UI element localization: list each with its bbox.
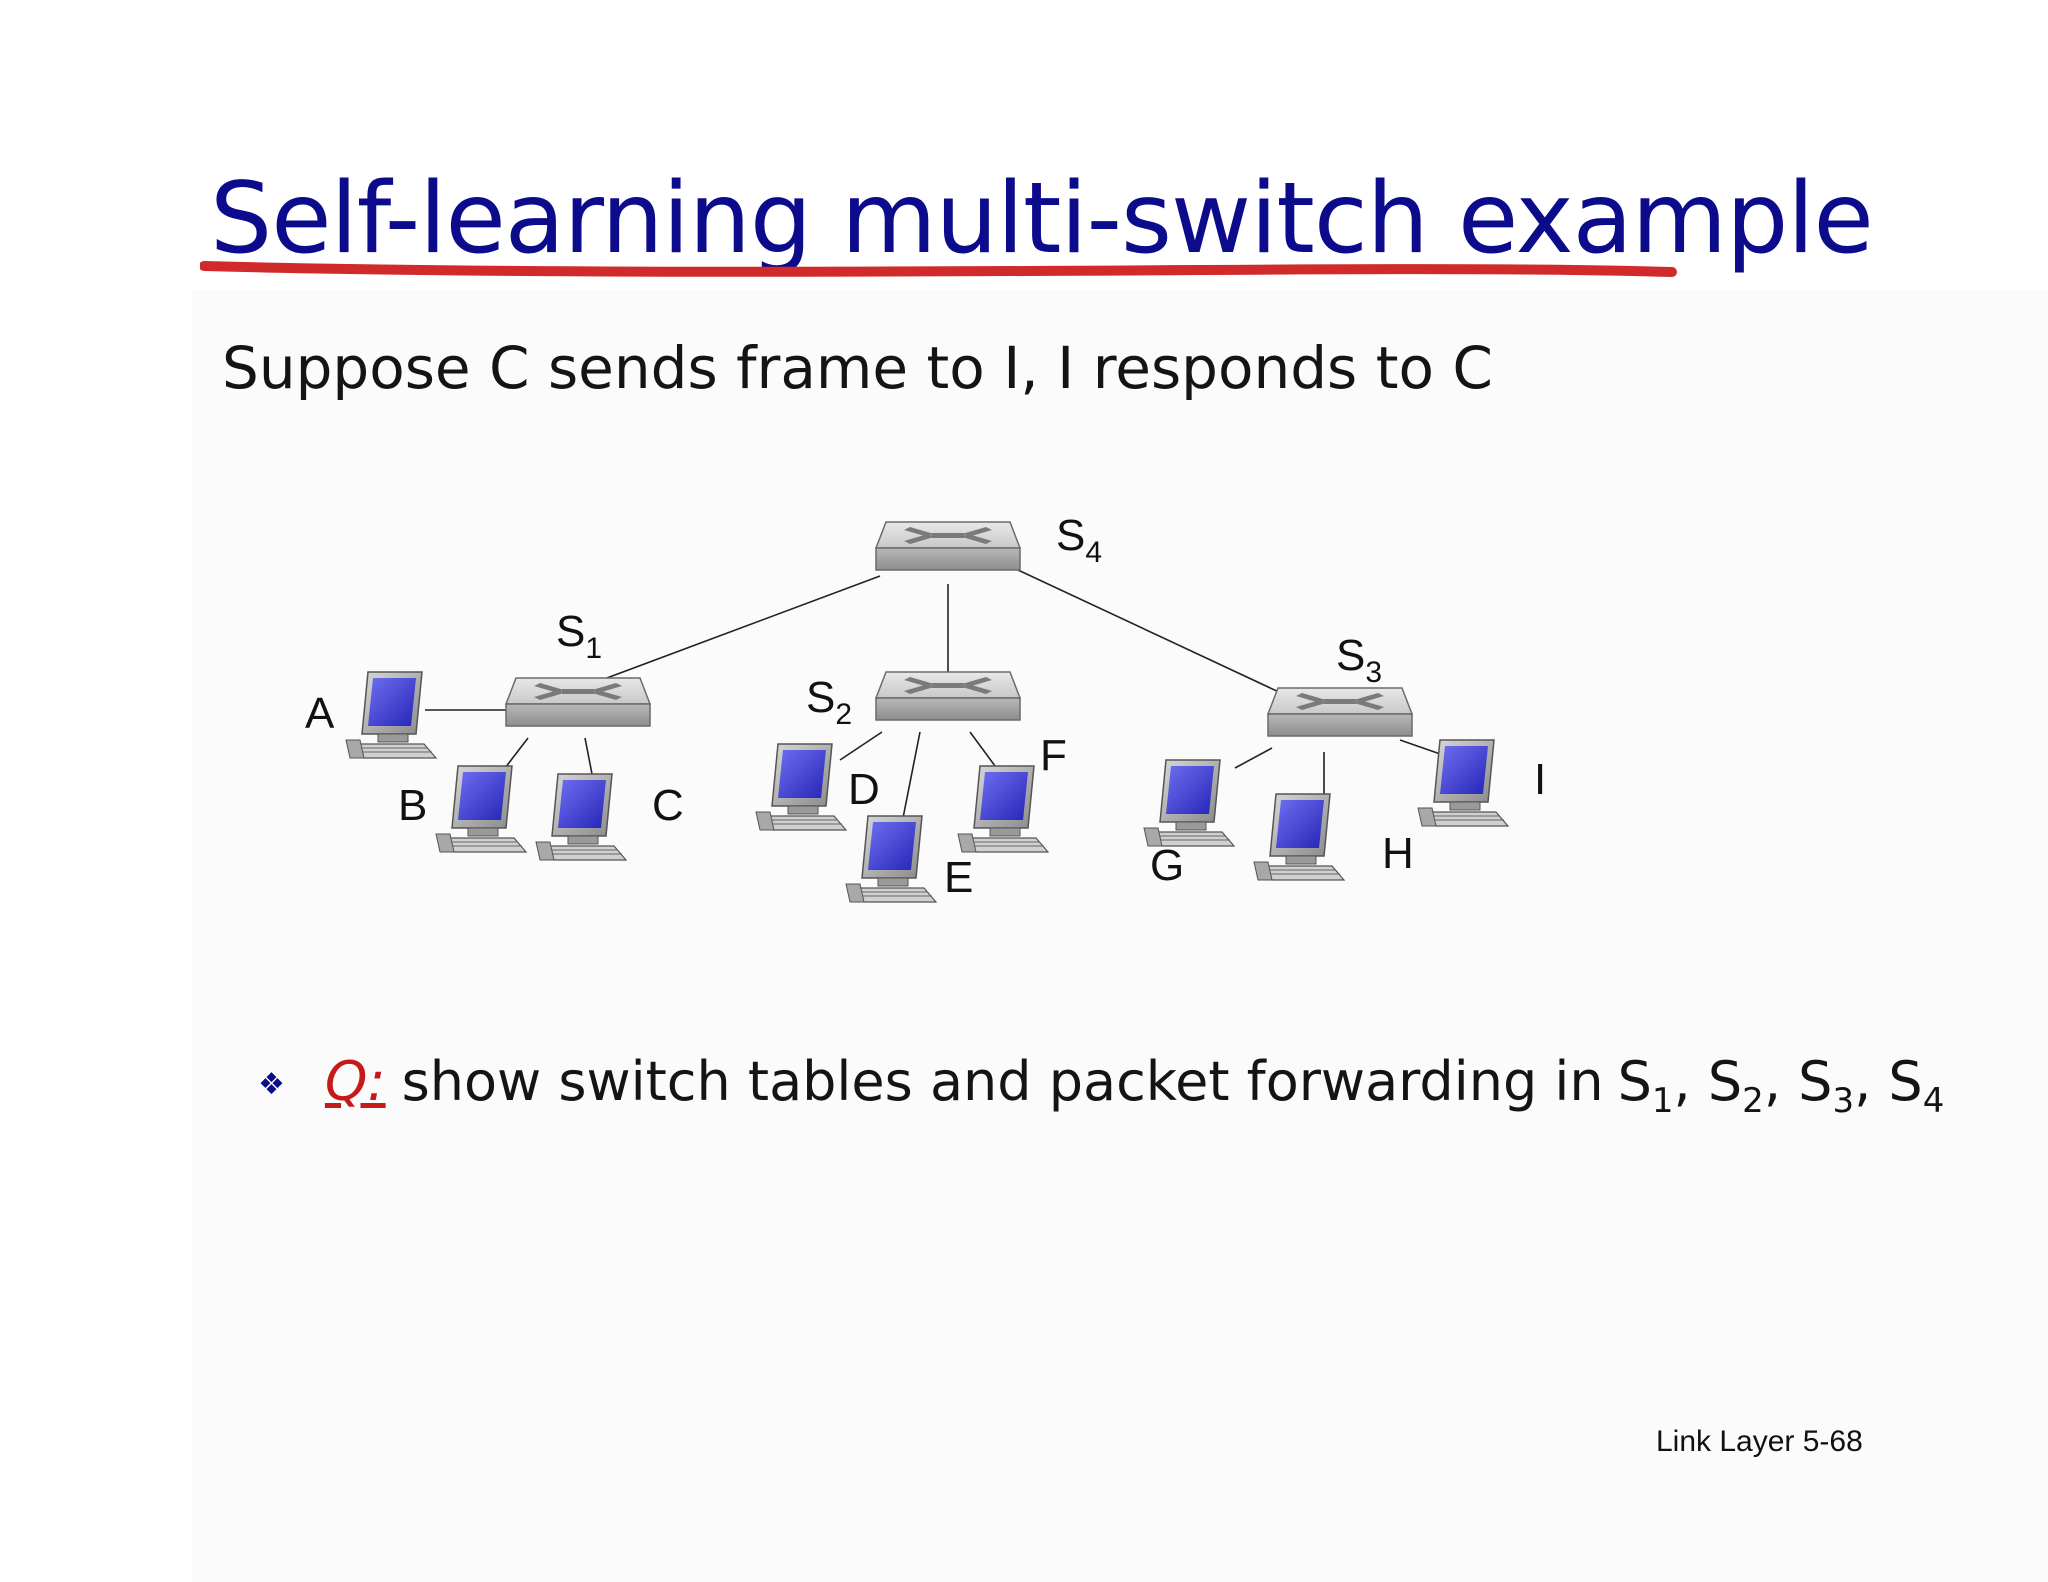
switch-s1[interactable] (505, 677, 651, 727)
host-f-label: F (1040, 731, 1067, 780)
host-b-label: B (398, 781, 427, 830)
question-bullet: ❖ Q: show switch tables and packet forwa… (258, 1050, 1945, 1121)
question-switch-list: S1, S2, S3, S4 (1617, 1050, 1945, 1121)
switch-s3-label: S3 (1336, 631, 1382, 689)
switch-s4[interactable] (875, 521, 1021, 571)
host-c-label: C (652, 781, 684, 830)
host-d-computer[interactable] (755, 743, 847, 831)
switch-s2-label: S2 (806, 673, 852, 731)
host-h-label: H (1382, 829, 1414, 878)
question-switch-1: S1, (1617, 1050, 1708, 1121)
host-e-computer[interactable] (845, 815, 937, 903)
switch-s1-label: S1 (556, 607, 602, 665)
host-g-computer[interactable] (1143, 759, 1235, 847)
host-b-computer[interactable] (435, 765, 527, 853)
host-a-computer[interactable] (345, 671, 437, 759)
host-i-computer[interactable] (1417, 739, 1509, 827)
host-d-label: D (848, 765, 880, 814)
title-underline (200, 261, 1677, 277)
slide-subtitle: Suppose C sends frame to I, I responds t… (222, 334, 1493, 402)
question-switch-3: S3, (1798, 1050, 1889, 1121)
host-g-label: G (1150, 841, 1184, 890)
diamond-bullet-icon: ❖ (258, 1067, 285, 1102)
host-a-label: A (305, 689, 335, 738)
switch-s2[interactable] (875, 671, 1021, 721)
host-i-label: I (1534, 755, 1546, 804)
question-prefix: Q: (324, 1050, 386, 1113)
question-text: show switch tables and packet forwarding… (401, 1050, 1604, 1113)
slide-footer: Link Layer 5-68 (1656, 1425, 1863, 1458)
host-c-computer[interactable] (535, 773, 627, 861)
switch-s3[interactable] (1267, 687, 1413, 737)
host-h-computer[interactable] (1253, 793, 1345, 881)
question-switch-2: S2, (1707, 1050, 1799, 1121)
slide-title: Self-learning multi-switch example (210, 162, 1874, 276)
switch-s4-label: S4 (1056, 511, 1102, 569)
host-e-label: E (944, 853, 973, 902)
question-switch-4: S4 (1888, 1050, 1945, 1121)
host-f-computer[interactable] (957, 765, 1049, 853)
content-panel (192, 290, 2048, 1582)
